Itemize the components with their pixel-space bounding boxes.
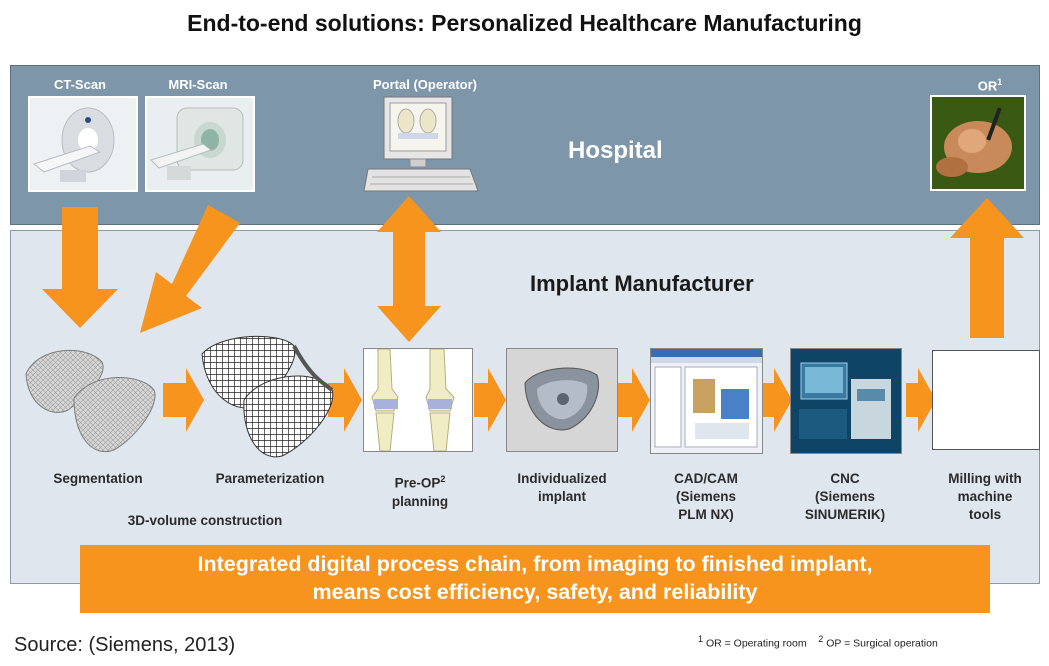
portal-double-arrow: [377, 196, 441, 342]
ct-scan-label: CT-Scan: [53, 77, 106, 92]
segmentation-image: [25, 349, 156, 453]
chain-arrow-6: [906, 368, 936, 432]
cnc-label: CNC (Siemens SINUMERIK): [804, 471, 886, 522]
cad-cam-software-image: [650, 348, 763, 454]
cnc-machine-image: [790, 348, 902, 454]
operating-room-image: [930, 95, 1026, 191]
chain-arrow-4: [616, 368, 650, 432]
footnotes: 1 OR = Operating room 2 OP = Surgical op…: [698, 634, 938, 650]
pre-op-planning-image: [363, 348, 473, 452]
cad-cam-label: CAD/CAM (Siemens PLM NX): [674, 471, 738, 522]
diagram-title: End-to-end solutions: Personalized Healt…: [187, 10, 862, 36]
implant-manufacturer-label: Implant Manufacturer: [530, 271, 754, 296]
portal-computer-icon: [363, 96, 479, 192]
segmentation-label: Segmentation: [53, 471, 143, 486]
or-label: OR1: [977, 77, 1003, 94]
3d-volume-construction-label: 3D-volume construction: [127, 513, 283, 528]
pre-op-planning-label: Pre-OP2 planning: [391, 474, 449, 509]
mri-scan-label: MRI-Scan: [168, 77, 228, 92]
or-up-arrow: [950, 198, 1024, 338]
summary-banner: Integrated digital process chain, from i…: [80, 545, 990, 613]
chain-arrow-2: [328, 368, 362, 432]
individualized-implant-image: [506, 348, 618, 452]
chain-arrow-3: [474, 368, 506, 432]
hospital-label: Hospital: [568, 137, 663, 164]
ct-down-arrow: [42, 207, 118, 328]
individualized-implant-label: Individualized implant: [517, 471, 607, 504]
chain-arrow-5: [763, 368, 792, 432]
chain-arrow-1: [163, 368, 204, 432]
banner-line-1: Integrated digital process chain, from i…: [197, 552, 873, 576]
banner-line-2: means cost efficiency, safety, and relia…: [312, 580, 758, 604]
portal-label: Portal (Operator): [372, 77, 477, 92]
source-citation: Source: (Siemens, 2013): [14, 634, 236, 656]
parameterization-image: [201, 335, 334, 458]
mri-scanner-image: [145, 96, 255, 192]
ct-scanner-image: [28, 96, 138, 192]
parameterization-label: Parameterization: [215, 471, 325, 486]
milling-label: Milling with machine tools: [948, 471, 1022, 522]
milling-placeholder-box: [932, 350, 1040, 450]
mri-diagonal-arrow: [140, 205, 240, 333]
